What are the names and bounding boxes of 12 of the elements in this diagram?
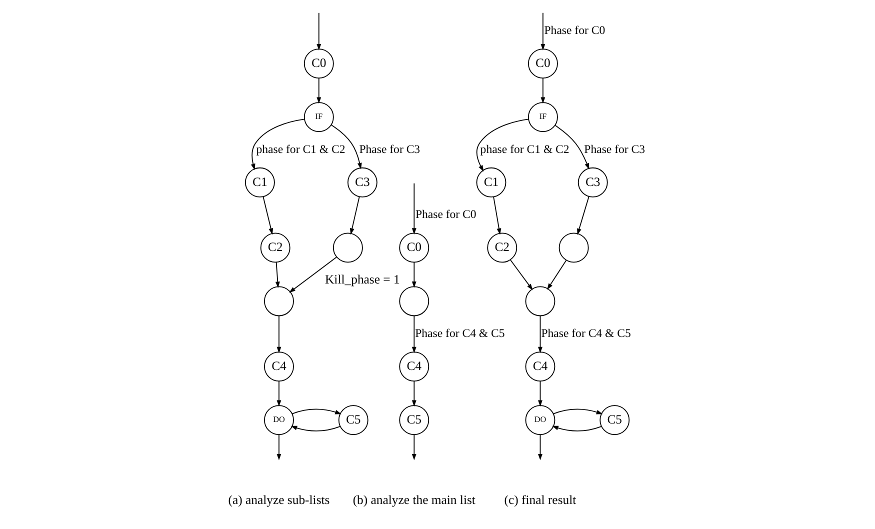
edge-label: Phase for C3 xyxy=(584,142,646,156)
label: (c) final result xyxy=(504,492,576,507)
edge-label: phase for C1 & C2 xyxy=(480,142,570,156)
edge-label: Phase for C4 & C5 xyxy=(415,326,505,340)
node-label: Kill_phase = 1 xyxy=(325,272,400,286)
edge-label: phase for C1 & C2 xyxy=(256,142,346,156)
edge-label: Phase for C0 xyxy=(544,22,606,37)
edge-label: Phase for C0 xyxy=(415,207,476,222)
edge-label: Phase for C3 xyxy=(359,142,420,156)
label: (a) analyze sub-lists xyxy=(228,492,330,507)
edge-label: Phase for C4 & C5 xyxy=(541,326,631,340)
label: (b) analyze the main list xyxy=(352,492,476,507)
